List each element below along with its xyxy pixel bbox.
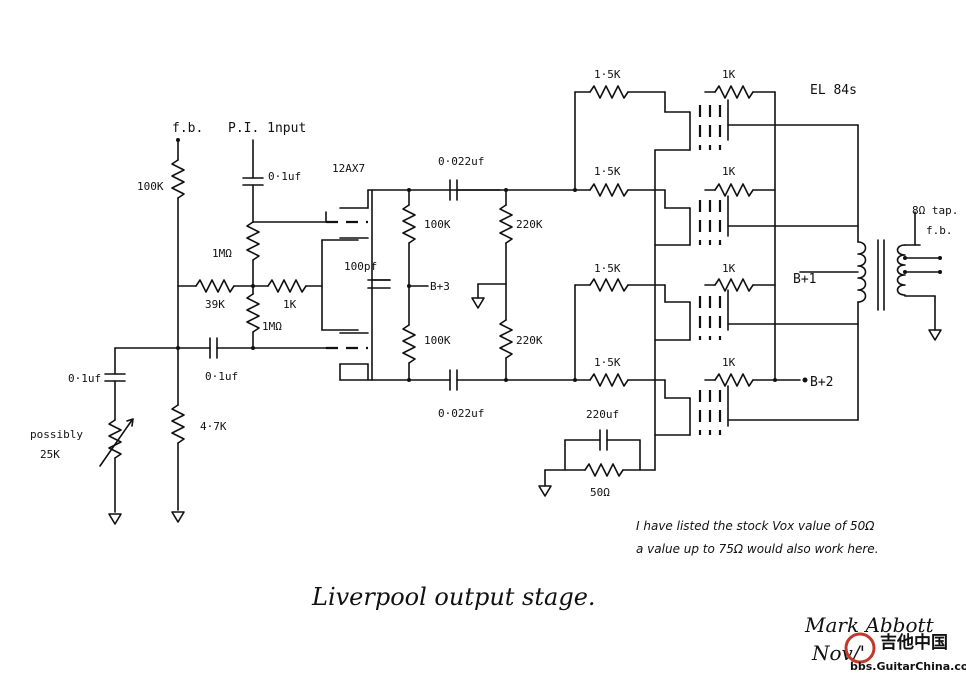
res-100k-plate-b-label: 100K [424,334,451,347]
cap-coupling-bottom-label: 0·022uf [438,407,484,420]
res-100k-plate-a-label: 100K [424,218,451,231]
res-1k5-3-label: 1·5K [594,262,621,275]
watermark-logo-icon [844,632,876,664]
output-transformer [799,124,942,421]
res-1k-1-label: 1K [722,68,736,81]
tube-el84-label: EL 84s [810,83,857,98]
res-1k5-1-label: 1·5K [594,68,621,81]
cap-100pf-label: 100pf [344,260,377,273]
coupling-caps [449,179,576,391]
tap-8ohm-label: 8Ω tap. [912,204,958,217]
res-39k-label: 39K [205,298,225,311]
cathode-bus [538,149,691,497]
pot-possibly-label: possibly [30,428,83,441]
el84-tubes [664,91,859,436]
signature-line-1: Mark Abbott [804,613,935,637]
bplus2-label: B+2 [810,375,833,390]
res-1k-2-label: 1K [722,165,736,178]
fb-right-label: f.b. [926,224,953,237]
tube-12ax7 [325,189,501,381]
cap-coupling-top-label: 0·022uf [438,155,484,168]
res-1k-4-label: 1K [722,356,736,369]
cap-input-label: 0·1uf [268,170,301,183]
pi-input-label: P.I. 1nput [228,121,306,136]
bias-resistors [471,188,513,382]
res-1k5-2-label: 1·5K [594,165,621,178]
plate-resistors [371,188,451,382]
watermark-cn: 吉他中国 [880,632,948,653]
res-1k-3-label: 1K [722,262,736,275]
grid-resistors [177,239,359,331]
res-1k-grid-label: 1K [283,298,297,311]
bplus3-label: B+3 [430,280,450,293]
cap-grid-label: 0·1uf [205,370,238,383]
res-4k7-label: 4·7K [200,420,227,433]
cap-100pf [367,279,391,289]
res-100k-fb-label: 100K [137,180,164,193]
res-1meg-top-label: 1MΩ [212,247,232,260]
pot-25k-label: 25K [40,448,60,461]
res-220k-a-label: 220K [516,218,543,231]
pi-input [242,139,327,349]
watermark: 吉他中国 bbs.GuitarChina.com [844,632,966,673]
note-line-2: a value up to 75Ω would also work here. [636,542,879,556]
res-220k-b-label: 220K [516,334,543,347]
feedback-network [171,138,185,523]
screen-resistors [704,85,808,387]
tube-12ax7-label: 12AX7 [332,162,365,175]
res-50ohm-label: 50Ω [590,486,610,499]
fb-left-label: f.b. [172,121,203,136]
watermark-url: bbs.GuitarChina.com [850,660,966,673]
cap-cathode-label: 220uf [586,408,619,421]
bplus1-label: B+1 [793,272,816,287]
note-line-1: I have listed the stock Vox value of 50Ω [636,519,875,533]
el84-grid-stoppers [573,85,666,387]
res-1meg-bottom-label: 1MΩ [262,320,282,333]
pot-network [99,347,134,525]
res-1k5-4-label: 1·5K [594,356,621,369]
grid-coupling-cap [114,337,327,359]
diagram-title: Liverpool output stage. [311,583,596,611]
cap-pot-label: 0·1uf [68,372,101,385]
